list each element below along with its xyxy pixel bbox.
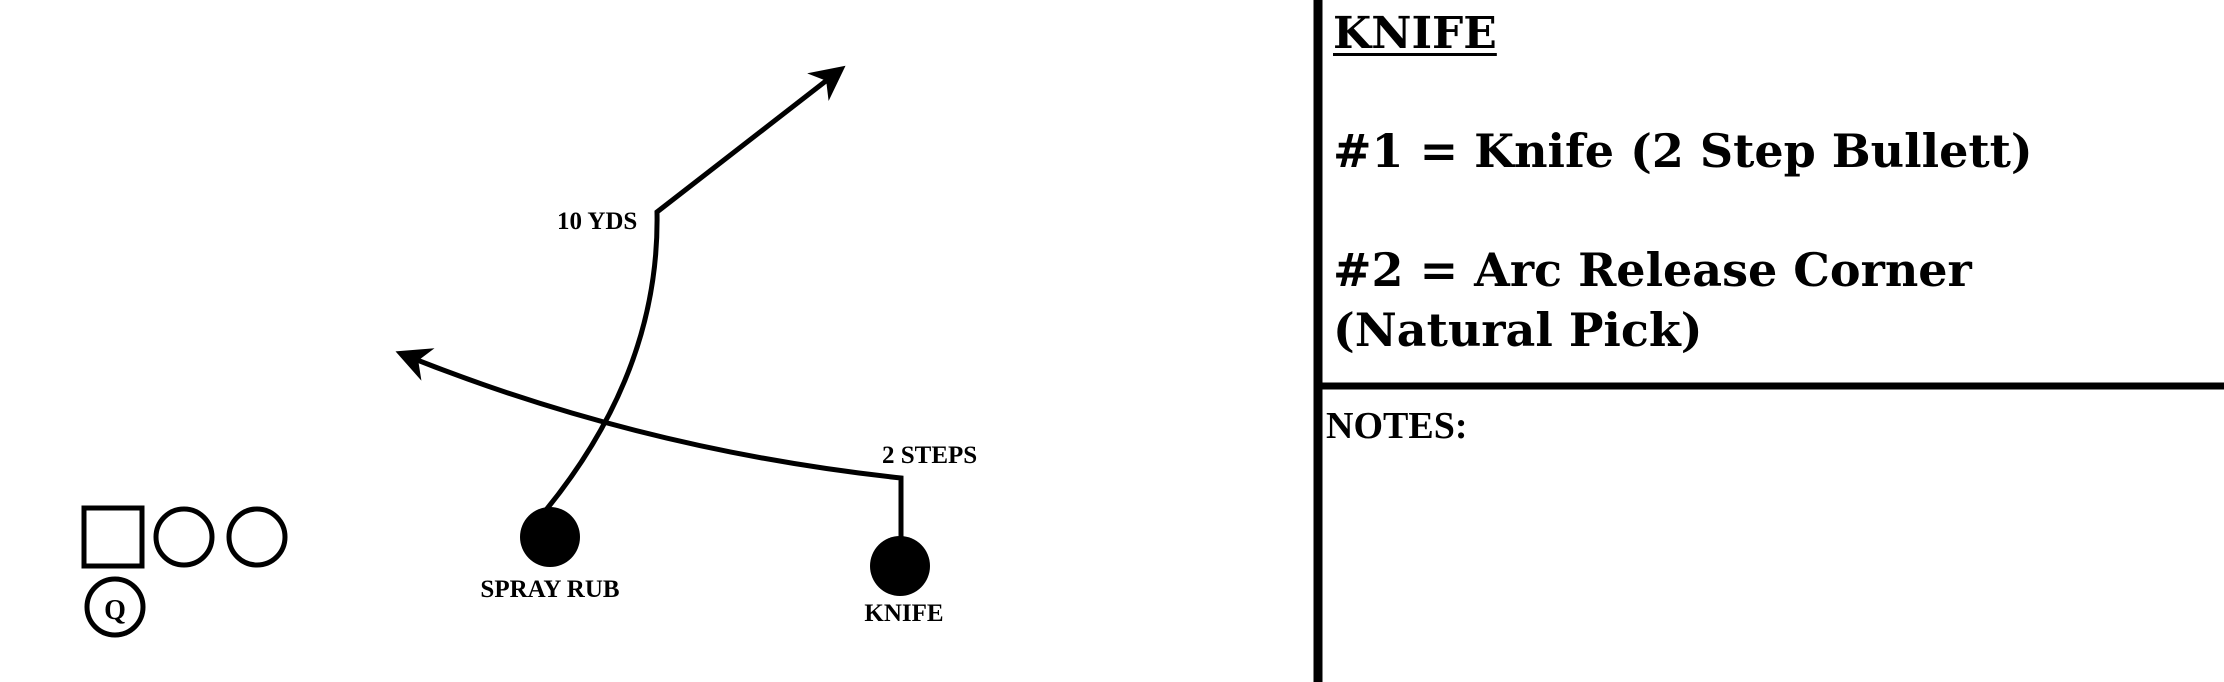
- notes-label: NOTES:: [1326, 405, 1468, 447]
- receiver-spray-rub: [520, 507, 580, 567]
- assignment-2: #2 = Arc Release Corner (Natural Pick): [1333, 243, 1972, 357]
- quarterback-label: Q: [104, 595, 126, 626]
- corner-route: [544, 65, 846, 512]
- receiver-knife: [870, 536, 930, 596]
- receiver-knife-label: KNIFE: [864, 600, 943, 627]
- corner-break-label: 10 YDS: [557, 208, 637, 235]
- receiver-spray-rub-label: SPRAY RUB: [480, 576, 619, 603]
- knife-route: [395, 348, 904, 540]
- knife-stem-label: 2 STEPS: [882, 442, 977, 469]
- guard-circle-right: [226, 506, 288, 568]
- quarterback-circle: [84, 576, 146, 638]
- center-square: [81, 505, 145, 569]
- play-title: KNIFE: [1333, 8, 1497, 59]
- guard-circle-left: [153, 506, 215, 568]
- assignment-1: #1 = Knife (2 Step Bullett): [1333, 124, 2033, 178]
